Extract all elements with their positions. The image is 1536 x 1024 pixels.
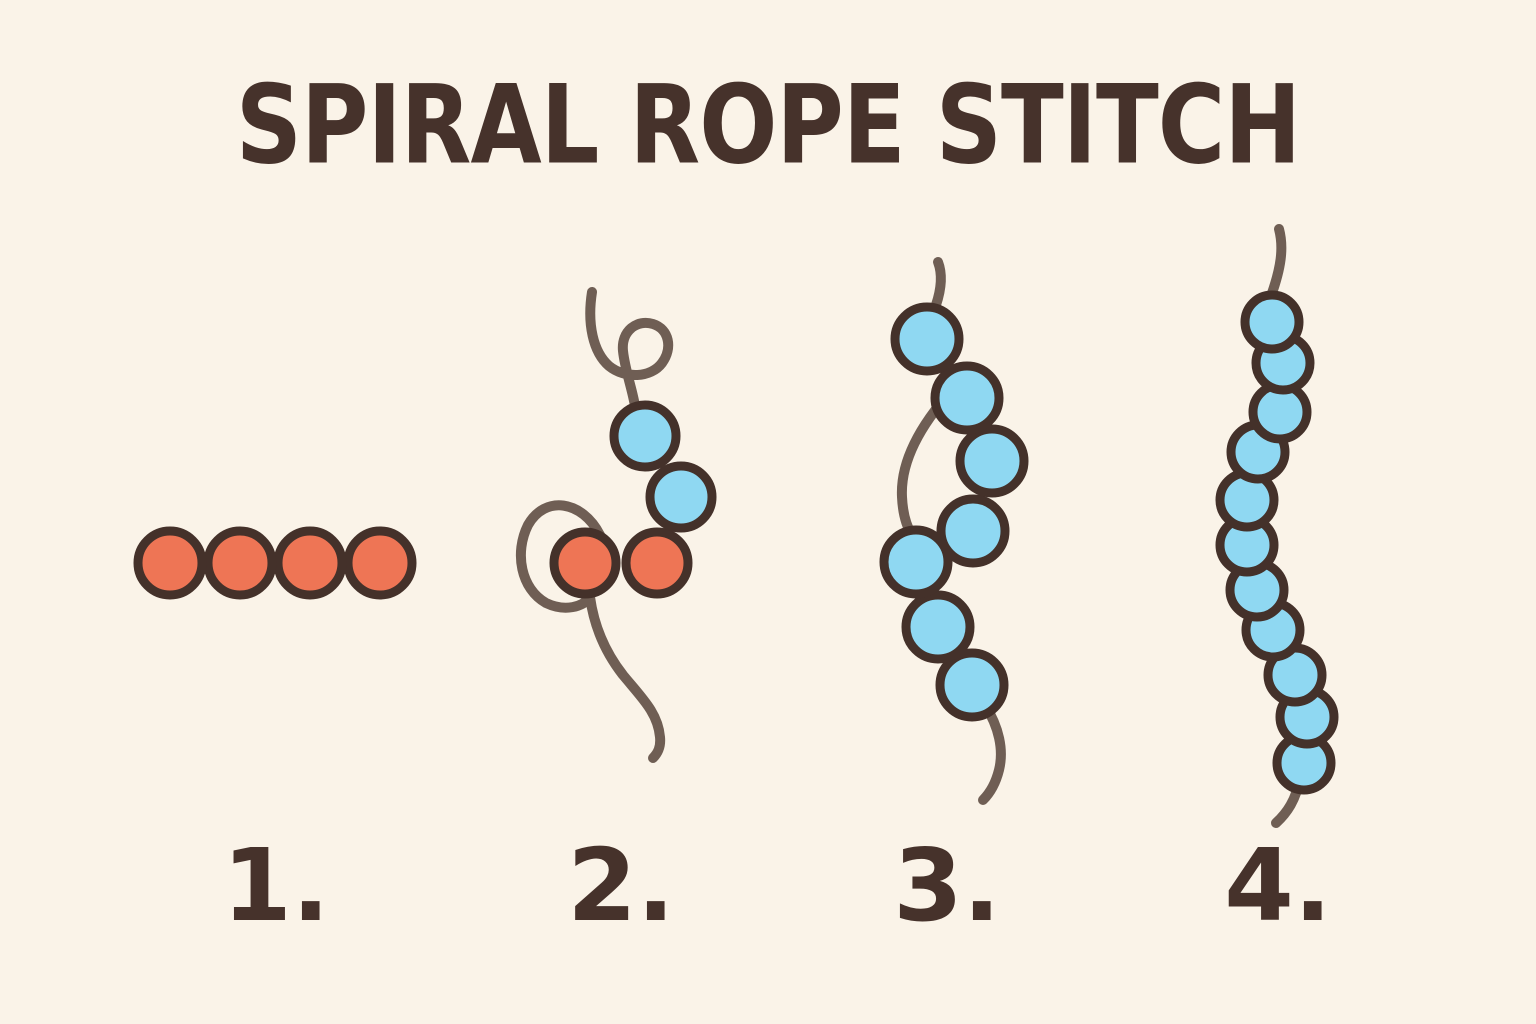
thread-path <box>931 257 946 310</box>
blue-bead <box>955 424 1029 498</box>
blue-bead <box>890 302 964 376</box>
orange-bead <box>549 527 621 599</box>
orange-bead <box>343 526 417 600</box>
blue-bead <box>645 461 717 533</box>
thread-path <box>978 700 1006 805</box>
blue-bead <box>930 361 1004 435</box>
step-2-group <box>515 287 717 763</box>
blue-bead <box>609 400 681 472</box>
orange-bead <box>273 526 347 600</box>
step-4-group <box>1215 224 1339 828</box>
step-4-label: 4. <box>1224 827 1332 944</box>
orange-bead <box>133 526 207 600</box>
page-title: SPIRAL ROPE STITCH <box>235 62 1301 189</box>
orange-bead <box>621 527 693 599</box>
step-2-label: 2. <box>567 827 675 944</box>
blue-bead <box>935 648 1009 722</box>
step-1-label: 1. <box>222 827 330 944</box>
step-3-group <box>879 257 1029 805</box>
blue-bead <box>936 494 1010 568</box>
blue-bead <box>901 590 975 664</box>
blue-bead <box>1240 290 1304 354</box>
thread-path <box>1266 224 1287 301</box>
orange-bead <box>203 526 277 600</box>
step-1-group <box>133 526 417 600</box>
blue-bead <box>879 525 953 599</box>
step-3-label: 3. <box>893 827 1001 944</box>
thread-path <box>585 287 674 411</box>
